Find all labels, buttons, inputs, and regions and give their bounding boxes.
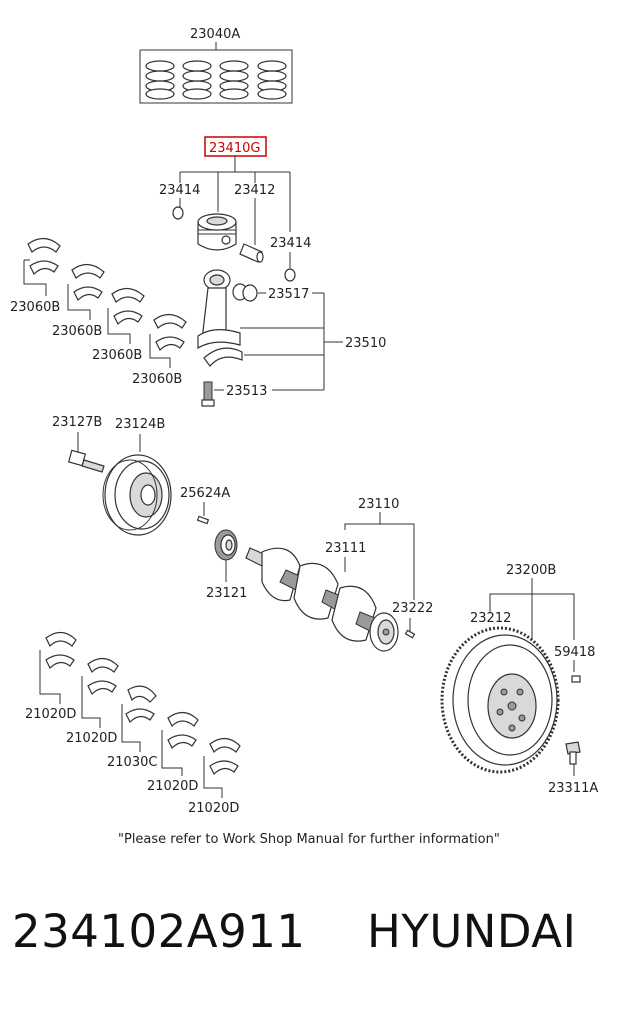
part-number: 234102A911: [12, 905, 306, 958]
label-23311A[interactable]: 23311A: [548, 781, 598, 796]
ring-stack-3: [219, 60, 249, 100]
bearing-23060B-3: [107, 287, 145, 344]
label-23040A[interactable]: 23040A: [190, 27, 240, 42]
rod-cap: [203, 347, 243, 367]
main-bearings: 21020D 21020D 21030C 21020D 21020D: [25, 631, 241, 816]
label-21020D-2[interactable]: 21020D: [66, 731, 117, 746]
bearing-21030C: [121, 685, 157, 752]
dowel-pin: [404, 629, 416, 639]
label-23060B-2[interactable]: 23060B: [52, 324, 102, 339]
timing-gear: [214, 529, 238, 561]
bearing-21020D-3: [161, 711, 199, 776]
label-23121[interactable]: 23121: [206, 586, 247, 601]
piston: [197, 213, 237, 251]
label-23414-left[interactable]: 23414: [159, 183, 200, 198]
flywheel-dowel: [571, 675, 581, 683]
label-23060B-1[interactable]: 23060B: [10, 300, 60, 315]
label-59418[interactable]: 59418: [554, 645, 595, 660]
reference-note: "Please refer to Work Shop Manual for fu…: [118, 832, 500, 847]
flywheel: [440, 626, 560, 774]
label-23410G[interactable]: 23410G: [209, 141, 260, 156]
snap-ring-left: [172, 206, 184, 220]
label-21020D-4[interactable]: 21020D: [188, 801, 239, 816]
piston-ring-set: 23040A: [139, 27, 293, 104]
ring-stack-2: [182, 60, 212, 100]
label-21020D-1[interactable]: 21020D: [25, 707, 76, 722]
crank-pulley-group: 23127B 23124B: [52, 415, 172, 536]
bushing-23517: [232, 283, 258, 302]
connecting-rod: [197, 269, 241, 350]
label-23412[interactable]: 23412: [234, 183, 275, 198]
connecting-rod-assembly: 23517 23510 23513: [197, 269, 386, 407]
piston-assembly: 23410G 23414 23412 23414: [159, 136, 311, 282]
label-23212[interactable]: 23212: [470, 611, 511, 626]
bearing-23060B-4: [149, 313, 187, 368]
label-25624A[interactable]: 25624A: [180, 486, 230, 501]
crankshaft-group: 25624A 23121 23110 23111 23222: [180, 486, 433, 652]
label-23414-right[interactable]: 23414: [270, 236, 311, 251]
ring-stack-4: [257, 60, 287, 100]
label-23200B[interactable]: 23200B: [506, 563, 556, 578]
label-21020D-3[interactable]: 21020D: [147, 779, 198, 794]
label-23124B[interactable]: 23124B: [115, 417, 165, 432]
flywheel-group: 23200B 23212 59418 23311A: [440, 563, 598, 796]
snap-ring-right: [284, 268, 296, 282]
pulley-bolt: [67, 449, 105, 473]
crank-pulley: [102, 454, 172, 536]
bearing-21020D-1: [39, 631, 77, 704]
flywheel-bolt: [565, 741, 581, 765]
crankshaft: [245, 547, 399, 652]
woodruff-key: [196, 515, 210, 525]
piston-pin: [239, 243, 264, 263]
label-21030C[interactable]: 21030C: [107, 755, 157, 770]
ring-stack-1: [145, 60, 175, 100]
label-23513[interactable]: 23513: [226, 384, 267, 399]
con-rod-bearings: 23060B 23060B 23060B 23060B: [10, 237, 187, 387]
label-23110[interactable]: 23110: [358, 497, 399, 512]
bearing-21020D-4: [203, 737, 241, 798]
rod-bolt: [201, 381, 215, 407]
bearing-21020D-2: [81, 657, 119, 728]
label-23127B[interactable]: 23127B: [52, 415, 102, 430]
bearing-23060B-1: [23, 237, 61, 296]
label-23517[interactable]: 23517: [268, 287, 309, 302]
label-23222[interactable]: 23222: [392, 601, 433, 616]
label-23060B-4[interactable]: 23060B: [132, 372, 182, 387]
bearing-23060B-2: [67, 263, 105, 320]
label-23060B-3[interactable]: 23060B: [92, 348, 142, 363]
brand-name: HYUNDAI: [367, 905, 577, 958]
label-23111[interactable]: 23111: [325, 541, 366, 556]
label-23510[interactable]: 23510: [345, 336, 386, 351]
